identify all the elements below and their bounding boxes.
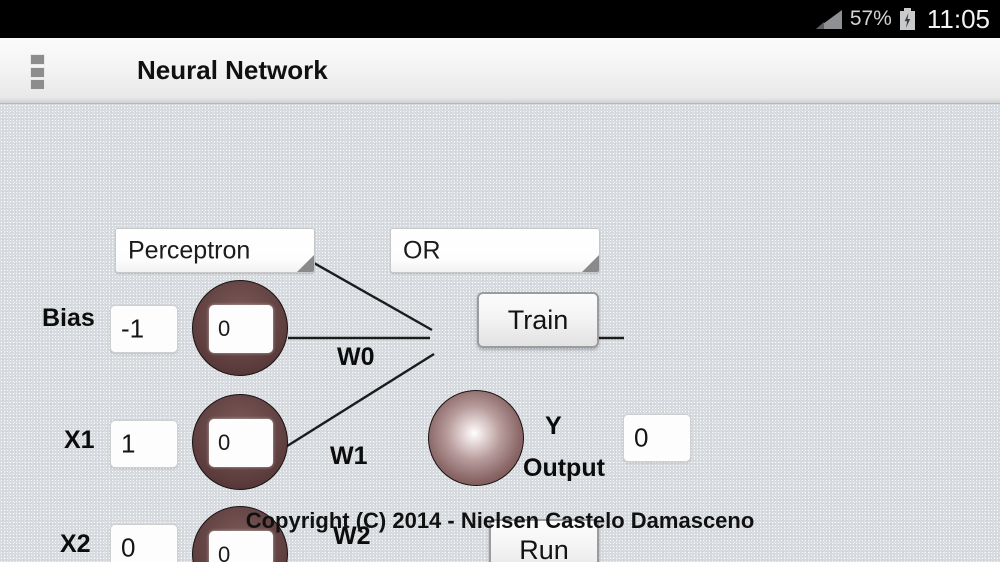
weight-w1-value: 0 xyxy=(218,430,231,455)
run-button[interactable]: Run xyxy=(489,519,599,562)
wire-label-w2: W2 xyxy=(333,522,371,550)
train-button[interactable]: Train xyxy=(477,292,599,348)
bias-input-value: -1 xyxy=(121,313,145,344)
bias-label: Bias xyxy=(42,304,95,332)
bias-input[interactable]: -1 xyxy=(110,305,178,353)
status-bar: 57% 11:05 xyxy=(0,0,1000,38)
x2-input[interactable]: 0 xyxy=(110,524,178,562)
output-caption: Output xyxy=(523,454,605,482)
neuron-bias: 0 xyxy=(192,280,288,376)
weight-w2-value: 0 xyxy=(218,542,231,562)
function-spinner[interactable]: OR xyxy=(390,228,600,273)
weight-w0-input[interactable]: 0 xyxy=(209,305,273,353)
neuron-x1: 0 xyxy=(192,394,288,490)
page-title: Neural Network xyxy=(137,55,328,85)
main-content: Perceptron OR Bias X1 X2 -1 1 0 0 0 xyxy=(0,104,1000,562)
model-spinner-value: Perceptron xyxy=(128,236,251,264)
wire-label-w0: W0 xyxy=(337,343,375,371)
x1-label: X1 xyxy=(64,426,95,454)
spinner-triangle-icon xyxy=(582,255,599,272)
status-bar-right-group: 57% 11:05 xyxy=(815,0,990,38)
output-value: 0 xyxy=(634,422,649,453)
output-value-field[interactable]: 0 xyxy=(623,414,691,462)
spinner-triangle-icon xyxy=(297,255,314,272)
weight-w1-input[interactable]: 0 xyxy=(209,419,273,467)
wire-label-w1: W1 xyxy=(330,442,368,470)
weight-w2-input[interactable]: 0 xyxy=(209,531,273,562)
output-line-label: Y xyxy=(545,412,562,440)
signal-bars-icon xyxy=(815,9,842,29)
battery-charging-icon xyxy=(899,8,915,30)
x1-input-value: 1 xyxy=(121,428,136,459)
action-bar: Neural Network xyxy=(0,38,1000,104)
x2-label: X2 xyxy=(60,530,91,558)
x1-input[interactable]: 1 xyxy=(110,420,178,468)
neuron-output xyxy=(428,390,524,486)
status-bar-clock: 11:05 xyxy=(926,3,990,34)
copyright-footer: Copyright (C) 2014 - Nielsen Castelo Dam… xyxy=(245,508,755,533)
function-spinner-value: OR xyxy=(403,236,441,264)
model-spinner[interactable]: Perceptron xyxy=(115,228,315,273)
overflow-menu-icon[interactable] xyxy=(27,54,47,90)
x2-input-value: 0 xyxy=(121,532,136,562)
battery-percent-label: 57% xyxy=(849,7,892,30)
weight-w0-value: 0 xyxy=(218,316,231,341)
